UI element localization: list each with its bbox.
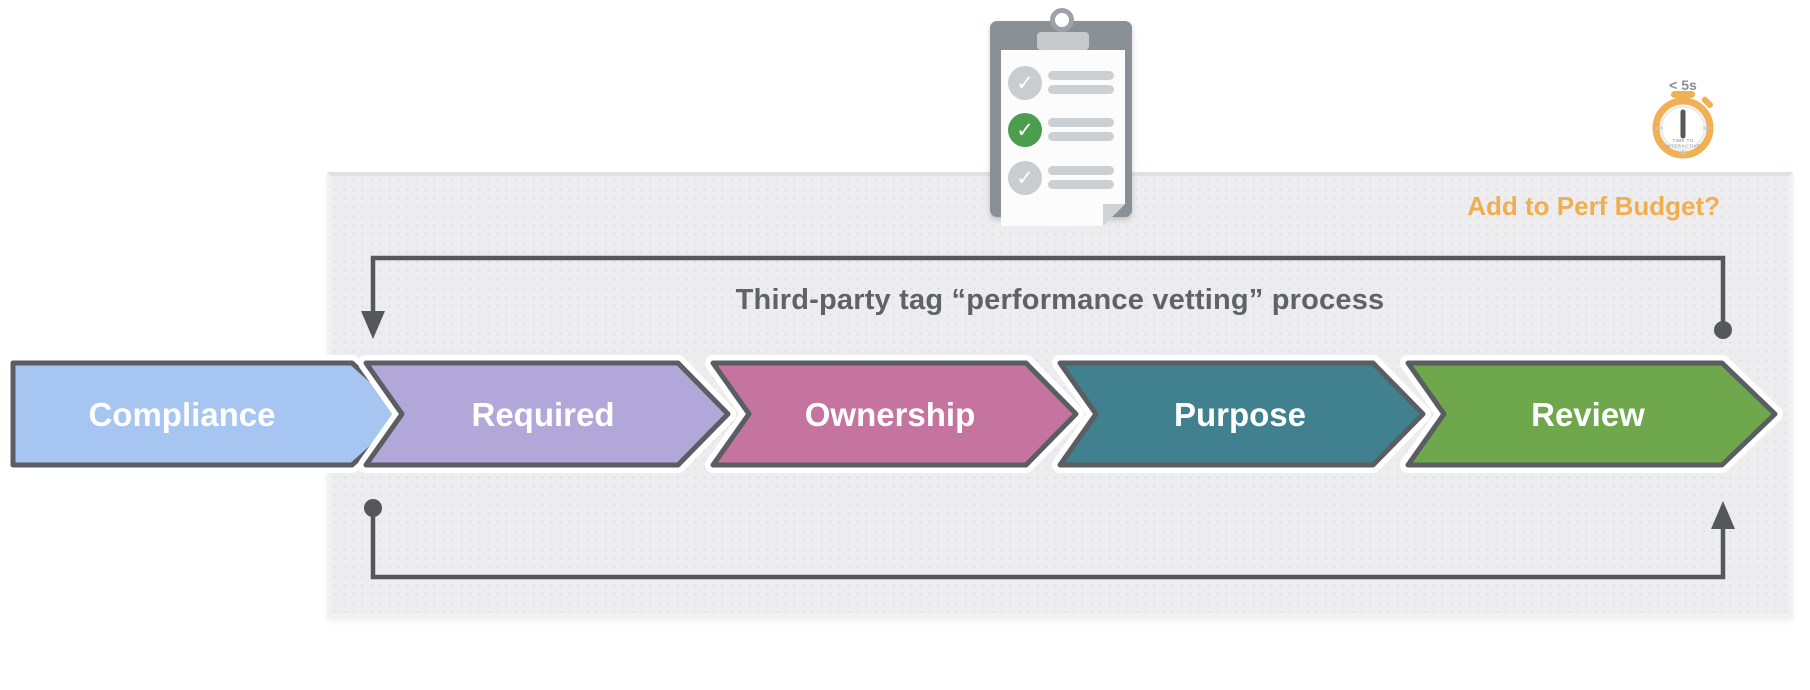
text-line-placeholder	[1048, 166, 1114, 175]
step-label: Compliance	[88, 396, 275, 433]
stopwatch-dial-label-line1: TIME TO	[1672, 138, 1693, 144]
arrowhead-down-icon	[361, 311, 385, 339]
stopwatch-icon: < 5s TIME TO INTERACTIVE	[1652, 77, 1714, 159]
checklist-row: ✓	[990, 66, 1136, 102]
stopwatch-dial-label-line2: INTERACTIVE	[1665, 144, 1701, 150]
stopwatch-crown	[1671, 91, 1695, 98]
timer-threshold-label: < 5s	[1669, 77, 1697, 93]
chevron-shape	[1405, 360, 1778, 468]
clipboard-ring-icon	[1050, 8, 1074, 32]
step-label: Required	[471, 396, 614, 433]
text-line-placeholder	[1048, 132, 1114, 141]
step-label: Purpose	[1174, 396, 1306, 433]
step-chevron-review: Review	[1400, 355, 1783, 473]
perf-budget-label: Add to Perf Budget?	[1467, 191, 1720, 221]
check-icon: ✓	[1008, 161, 1042, 195]
text-line-placeholder	[1048, 118, 1114, 127]
step-chevron-required: Required	[358, 355, 736, 473]
checklist-row: ✓	[990, 113, 1136, 149]
step-chevron-compliance: Compliance	[5, 355, 417, 473]
chevron-shape	[1057, 360, 1426, 468]
bottom-loop-connector	[364, 499, 1735, 580]
top-loop-line	[370, 255, 1726, 329]
checklist-clipboard-icon: ✓ ✓ ✓	[988, 5, 1134, 226]
stopwatch-side-button	[1701, 96, 1714, 109]
bottom-loop-line	[370, 508, 1726, 580]
step-chevron-ownership: Ownership	[705, 355, 1084, 473]
step-label: Ownership	[805, 396, 976, 433]
process-title: Third-party tag “performance vetting” pr…	[735, 284, 1385, 316]
check-icon: ✓	[1008, 66, 1042, 100]
step-label: Review	[1531, 396, 1645, 433]
text-line-placeholder	[1048, 85, 1114, 94]
step-chevron-purpose: Purpose	[1052, 355, 1431, 473]
checklist-row: ✓	[990, 161, 1136, 197]
arrowhead-up-icon	[1711, 501, 1735, 529]
connector-dot-top	[1714, 321, 1732, 339]
clipboard-board: ✓ ✓ ✓	[990, 21, 1132, 226]
top-loop-connector	[361, 255, 1732, 339]
chevron-shape	[363, 360, 731, 468]
text-line-placeholder	[1048, 180, 1114, 189]
text-line-placeholder	[1048, 71, 1114, 80]
check-icon: ✓	[1008, 113, 1042, 147]
stopwatch-dial-marks	[1656, 124, 1710, 157]
clipboard-clip	[1037, 32, 1089, 50]
chevron-shape	[710, 360, 1079, 468]
